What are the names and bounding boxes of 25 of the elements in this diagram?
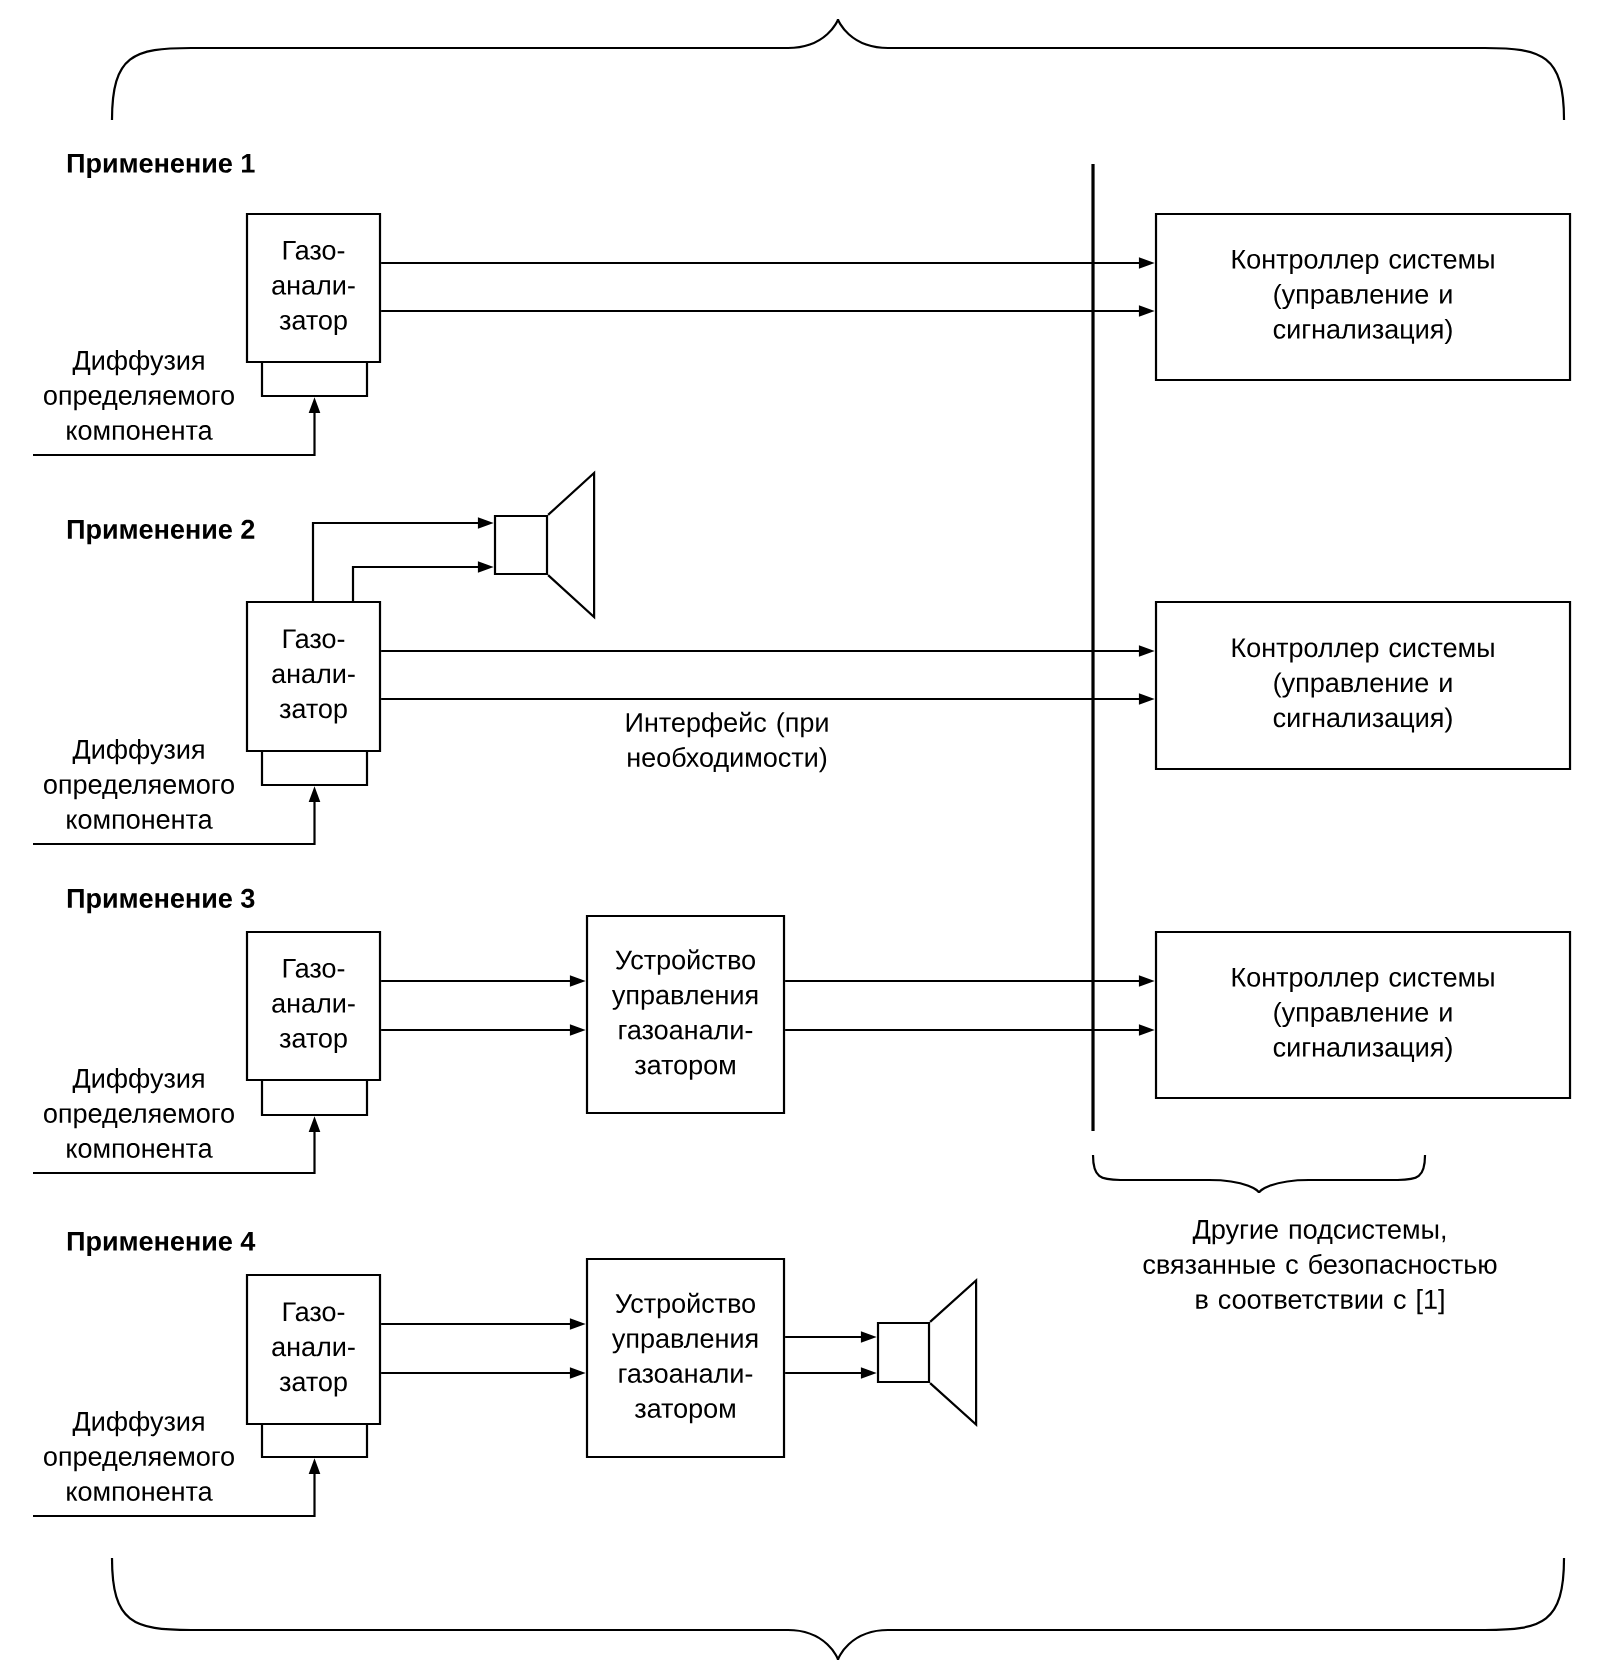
- edge-label: Интерфейс (при необходимости): [626, 711, 828, 773]
- loudspeaker-symbol: [493, 470, 596, 620]
- sensor-box: [260, 1422, 369, 1459]
- gas-analyzer-box: Газо- анали- затор: [245, 600, 382, 753]
- edge-label: Диффузия определяемого компонента: [44, 739, 234, 829]
- section-title: Применение 1: [67, 153, 255, 179]
- system-controller-box: Контроллер системы (управление и сигнализация): [1154, 212, 1572, 382]
- control-unit-box: Устройство управления газоанали- затором: [585, 914, 786, 1115]
- sensor-box: [260, 360, 369, 398]
- gas-analyzer-box: Газо- анали- затор: [245, 1273, 382, 1426]
- section-title: Применение 4: [67, 1231, 256, 1257]
- gas-analyzer-box: Газо- анали- затор: [245, 930, 382, 1082]
- sensor-box: [260, 1078, 369, 1117]
- section-title: Применение 3: [67, 888, 255, 914]
- gas-analyzer-box: Газо- анали- затор: [245, 212, 382, 364]
- loudspeaker-symbol: [876, 1278, 978, 1427]
- edge-label: Диффузия определяемого компонента: [44, 350, 234, 440]
- brace-label: Другие подсистемы, связанные с безопасностью в соответствии с [1]: [1143, 1220, 1497, 1315]
- system-controller-box: Контроллер системы (управление и сигнализация): [1154, 600, 1572, 771]
- control-unit-box: Устройство управления газоанали- затором: [585, 1257, 786, 1459]
- edge-label: Диффузия определяемого компонента: [44, 1068, 234, 1158]
- edge-label: Диффузия определяемого компонента: [44, 1411, 234, 1501]
- section-title: Применение 2: [67, 519, 255, 545]
- system-controller-box: Контроллер системы (управление и сигнализация): [1154, 930, 1572, 1100]
- sensor-box: [260, 749, 369, 787]
